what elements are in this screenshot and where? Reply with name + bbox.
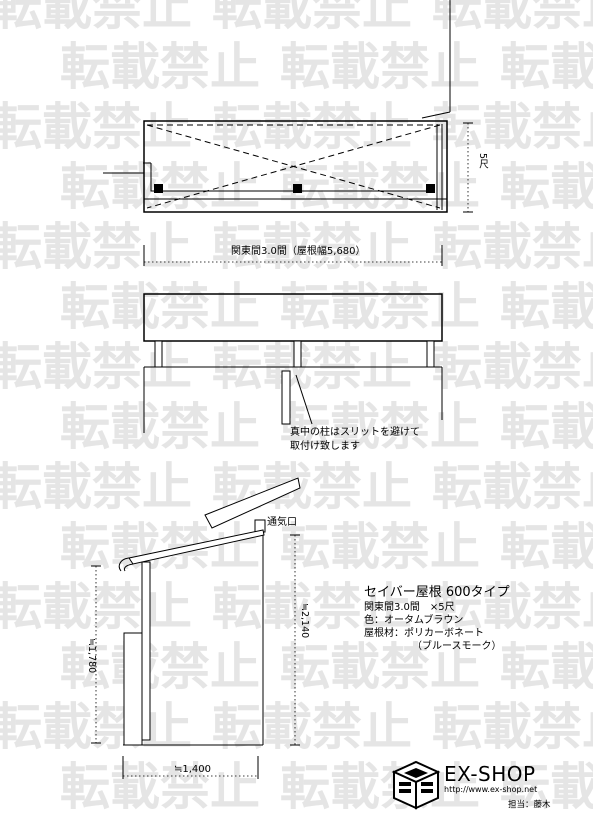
watermark-text: 転載禁止	[432, 218, 593, 276]
plan-roof-outline	[143, 120, 448, 213]
watermark-text: 転載禁止	[280, 278, 480, 336]
side-roof-gutter-inner	[123, 563, 134, 572]
watermark-text: 転載禁止	[280, 758, 480, 816]
watermark-text: 転載禁止	[280, 398, 480, 456]
plan-view	[103, 0, 473, 266]
spec-color: 色：オータムブラウン	[364, 615, 464, 626]
watermark-text: 転載禁止	[432, 98, 593, 156]
watermark-text: 転載禁止	[500, 278, 593, 336]
watermark-text: 転載禁止	[212, 98, 412, 156]
watermark-text: 転載禁止	[212, 578, 412, 636]
plan-post-right	[426, 184, 435, 193]
front-post-right	[426, 340, 435, 368]
spec-material-sub: （ブルースモーク）	[412, 641, 502, 652]
watermark-text: 転載禁止	[500, 398, 593, 456]
watermark-text: 転載禁止	[500, 158, 593, 216]
watermark-text: 転載禁止	[0, 0, 192, 36]
plan-side-dimension-label: 5尺	[477, 153, 488, 169]
plan-post-left	[154, 184, 163, 193]
side-front-post	[141, 561, 151, 741]
watermark-text: 転載禁止	[280, 38, 480, 96]
front-note-line-1: 真中の柱はスリットを避けて	[290, 427, 420, 438]
side-depth-label: ≒1,400	[174, 764, 212, 775]
plan-wall-corner	[421, 111, 451, 119]
front-leader-line	[295, 374, 313, 425]
watermark-text: 転載禁止	[500, 638, 593, 696]
side-front-height-label: ≒1,780	[86, 638, 97, 674]
exshop-logo-cube	[391, 760, 441, 810]
side-view	[91, 477, 301, 779]
watermark-text: 転載禁止	[0, 218, 192, 276]
watermark-text: 転載禁止	[60, 38, 260, 96]
front-roof-panel	[143, 293, 443, 342]
watermark-text: 転載禁止	[60, 278, 260, 336]
logo-person: 担当：藤木	[508, 800, 551, 810]
logo-brand: EX-SHOP	[444, 762, 536, 786]
watermark-text: 転載禁止	[0, 98, 192, 156]
watermark-text: 転載禁止	[432, 698, 593, 756]
front-post-left	[154, 340, 163, 368]
plan-width-dimension-label: 関東間3.0間（屋根幅5,680）	[231, 246, 366, 257]
side-vent-label: 通気口	[267, 517, 297, 528]
watermark-text: 転載禁止	[212, 0, 412, 36]
watermark-text: 転載禁止	[500, 758, 593, 816]
plan-post-center	[293, 184, 302, 193]
spec-block: セイバー屋根 600タイプ 関東間3.0間 ×5尺 色：オータムブラウン 屋根材…	[364, 584, 510, 653]
watermark-text: 転載禁止	[280, 638, 480, 696]
side-fence-block	[123, 632, 143, 746]
side-roof	[128, 529, 265, 565]
front-view	[143, 293, 443, 433]
plan-beam	[150, 163, 432, 192]
watermark-text: 転載禁止	[0, 458, 192, 516]
spec-material: 屋根材：ポリカーボネート	[364, 628, 484, 639]
side-rear-height-label: ≒2,140	[299, 603, 310, 639]
watermark-text: 転載禁止	[212, 218, 412, 276]
watermark-text: 転載禁止	[60, 398, 260, 456]
side-roof-gutter	[118, 557, 130, 572]
watermark-text: 転載禁止	[60, 638, 260, 696]
front-post-center	[293, 340, 302, 368]
watermark-text: 転載禁止	[60, 758, 260, 816]
logo-url: http://www.ex-shop.net	[444, 785, 538, 794]
side-upper-eave	[204, 477, 301, 529]
watermark-text: 転載禁止	[212, 698, 412, 756]
watermark-text: 転載禁止	[432, 0, 593, 36]
watermark-text: 転載禁止	[500, 38, 593, 96]
watermark-text: 転載禁止	[432, 338, 593, 396]
watermark-text: 転載禁止	[432, 458, 593, 516]
watermark-text: 転載禁止	[500, 518, 593, 576]
watermark-text: 転載禁止	[432, 578, 593, 636]
watermark-text: 転載禁止	[280, 518, 480, 576]
front-slit-post	[281, 370, 291, 425]
spec-title: セイバー屋根 600タイプ	[364, 585, 510, 600]
front-note-line-2: 取付け致します	[290, 441, 360, 452]
plan-diagonal-2	[146, 124, 441, 209]
spec-size: 関東間3.0間 ×5尺	[364, 602, 455, 613]
